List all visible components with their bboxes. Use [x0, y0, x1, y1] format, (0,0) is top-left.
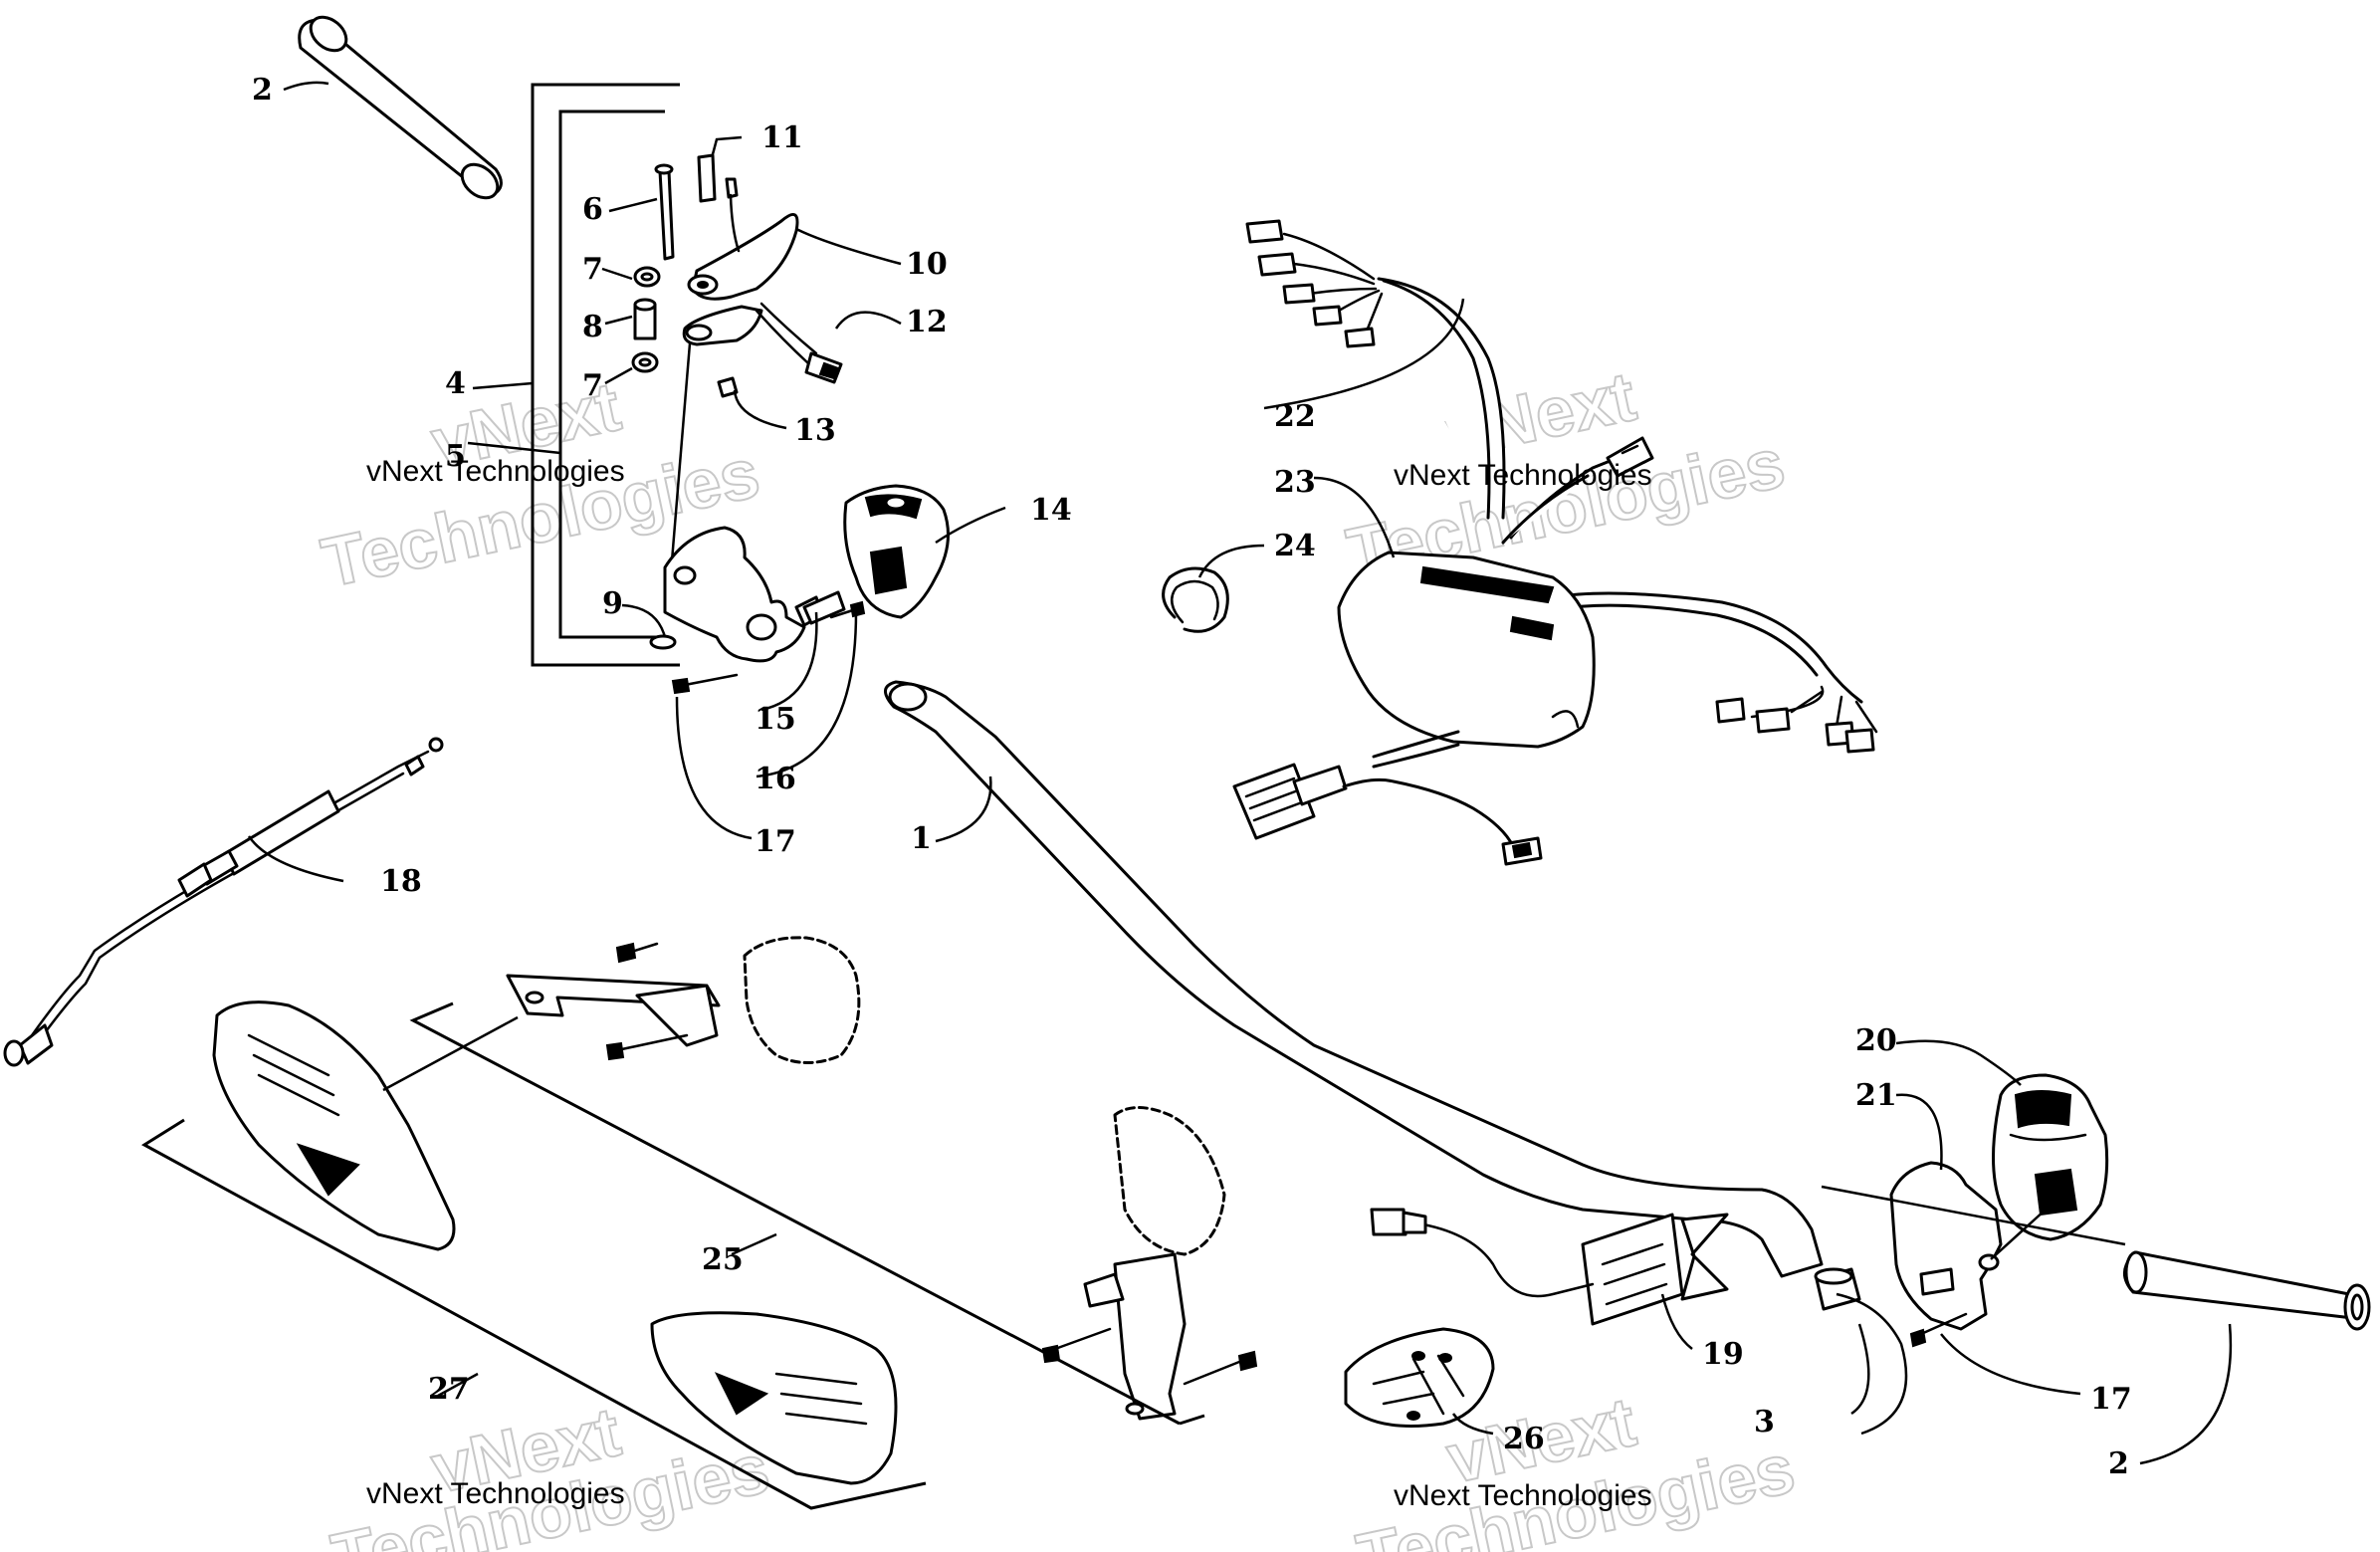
- harness-cover: [1337, 551, 1596, 749]
- callout-20: 20: [1855, 1023, 1897, 1058]
- right-switch-housing-rear: [1889, 1161, 2003, 1331]
- callout-17-right: 17: [2090, 1382, 2132, 1417]
- watermark-ghost-group: vNext Technologies vNext Technologies vN…: [315, 356, 1802, 1552]
- right-grip: [2123, 1250, 2371, 1331]
- cover-plate: [802, 590, 846, 625]
- callout-16: 16: [755, 762, 796, 796]
- throttle-pivot-plate: [682, 305, 763, 346]
- bushing: [633, 298, 657, 340]
- watermark-text-group: vNext Technologies vNext Technologies vN…: [366, 455, 1652, 1512]
- watermark-text: vNext Technologies: [366, 1477, 625, 1510]
- callout-6: 6: [582, 192, 603, 227]
- handguard-assembly-frames: [141, 1001, 1205, 1510]
- housing-screw-small: [829, 600, 866, 619]
- left-grip: [298, 15, 503, 200]
- callout-27: 27: [428, 1372, 470, 1407]
- throttle-pivot-pin: [654, 163, 675, 261]
- handlebar: [884, 680, 1824, 1278]
- watermark-text: vNext Technologies: [1394, 1479, 1652, 1512]
- callout-17-left: 17: [755, 824, 796, 859]
- washer-lower: [631, 351, 659, 373]
- callout-7-upper: 7: [582, 252, 603, 287]
- sensor-block: [717, 376, 739, 398]
- callout-22: 22: [1274, 399, 1316, 434]
- callout-18: 18: [380, 864, 422, 899]
- callout-11: 11: [761, 120, 803, 155]
- left-switch-ghost: [743, 936, 861, 1064]
- right-switch-housing-front: [1992, 1073, 2109, 1241]
- washer-upper: [633, 266, 661, 288]
- housing-screw-long: [671, 673, 739, 695]
- callout-7-lower: 7: [582, 368, 603, 403]
- callout-4: 4: [445, 366, 466, 401]
- right-housing-guide-line: [1990, 1209, 2047, 1260]
- magnet: [697, 153, 739, 203]
- throttle-housing: [649, 526, 824, 663]
- wire-harness: [1245, 219, 1878, 754]
- harness-clamp: [1162, 566, 1229, 633]
- callout-5: 5: [445, 439, 466, 474]
- throttle-cable: [3, 737, 444, 1067]
- harness-lower-branch: [1232, 730, 1543, 866]
- callout-26: 26: [1503, 1422, 1545, 1456]
- callout-2-left-grip: 2: [252, 73, 273, 108]
- bar-end-plug: [1814, 1267, 1861, 1311]
- right-handguard: [650, 1311, 898, 1485]
- throttle-sensor-wire: [729, 193, 843, 384]
- right-housing-screw: [1909, 1312, 1968, 1348]
- right-switch-ghost: [1113, 1106, 1226, 1256]
- callout-12: 12: [906, 305, 948, 339]
- throttle-lever: [687, 212, 799, 301]
- callout-labels: 1 2 2 3 4 5 6 7 7 8 9 10 11 12 13 14 15 …: [252, 73, 2132, 1481]
- right-handguard-mount-bracket: [1041, 1252, 1258, 1421]
- hardware-kit: [1344, 1327, 1495, 1428]
- left-handguard: [212, 1000, 456, 1251]
- callout-2-right-grip: 2: [2108, 1446, 2129, 1481]
- switch-housing: [843, 484, 950, 619]
- callout-24: 24: [1274, 529, 1316, 563]
- callout-25: 25: [702, 1242, 744, 1277]
- callout-8: 8: [582, 310, 603, 344]
- callout-3: 3: [1754, 1405, 1775, 1440]
- watermark-text: vNext Technologies: [1394, 459, 1652, 492]
- callout-14: 14: [1030, 493, 1072, 528]
- callout-23: 23: [1274, 465, 1316, 500]
- grip-heater-element: [1370, 1208, 1729, 1326]
- callout-10: 10: [906, 247, 948, 282]
- throttle-assembly-bracket: [531, 83, 680, 667]
- left-handguard-mount-bracket: [506, 942, 721, 1061]
- callout-9: 9: [602, 586, 623, 621]
- callout-13: 13: [794, 413, 836, 448]
- callout-15: 15: [755, 702, 796, 737]
- callout-1: 1: [911, 821, 932, 856]
- callout-19: 19: [1702, 1337, 1744, 1372]
- right-grip-axis-line: [1821, 1185, 2126, 1246]
- callout-21: 21: [1855, 1078, 1897, 1113]
- leader-lines: [247, 81, 2233, 1465]
- watermark-text: vNext Technologies: [366, 455, 625, 488]
